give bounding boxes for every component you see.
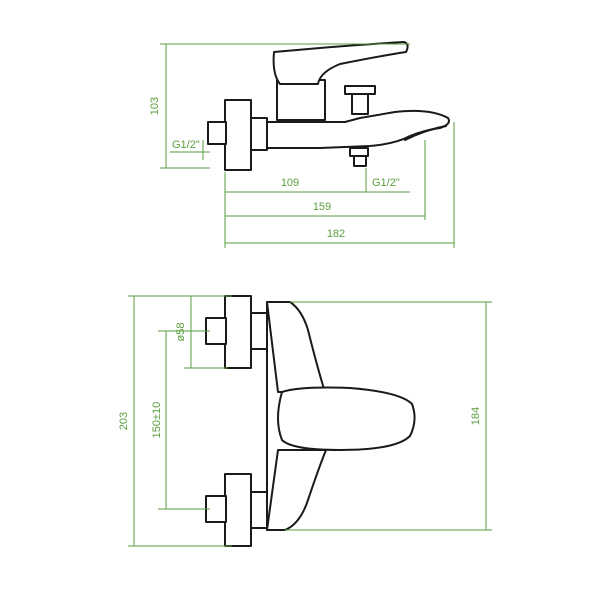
side-inlet-stub (207, 121, 227, 145)
front-view-dimensions: 203 ø58 150±10 184 (118, 295, 492, 547)
dim-103-label: 103 (149, 97, 161, 115)
side-view (207, 41, 450, 171)
dim-g12-right-label: G1/2" (372, 177, 400, 189)
front-lower-connector (250, 491, 268, 529)
front-lever-handle (277, 386, 416, 451)
front-lower-flange (224, 473, 252, 547)
front-view (205, 295, 416, 547)
side-diverter-stem (351, 93, 369, 115)
dim-159-label: 159 (313, 201, 331, 213)
side-outlet-nut (349, 147, 369, 157)
side-outlet-thread (353, 155, 367, 167)
dim-203-label: 203 (118, 412, 130, 430)
front-upper-flange (224, 295, 252, 369)
front-body-lower (266, 449, 327, 531)
side-lever-handle (272, 41, 409, 85)
side-view-dimensions: 103 G1/2" G1/2" 109 159 182 (149, 43, 455, 248)
side-connector (250, 117, 268, 151)
dim-182-label: 182 (327, 228, 345, 240)
side-spout-edge (404, 125, 447, 141)
dim-184-label: 184 (470, 407, 482, 425)
dim-g12-left-label: G1/2" (172, 139, 200, 151)
front-upper-connector (250, 312, 268, 350)
dim-58-label: ø58 (175, 323, 187, 342)
side-wall-flange (224, 99, 252, 171)
dim-150-label: 150±10 (151, 402, 163, 439)
dim-109-label: 109 (281, 177, 299, 189)
side-diverter-cap (344, 85, 376, 95)
side-lever-housing (276, 79, 326, 121)
